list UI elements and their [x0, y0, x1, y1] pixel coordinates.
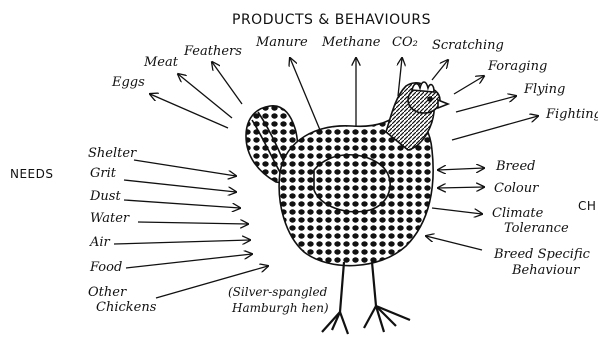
- product-label-manure: Manure: [255, 35, 308, 50]
- product-label-feathers: Feathers: [183, 44, 242, 59]
- char-label-tolerance: Tolerance: [504, 221, 569, 236]
- char-label-behaviour: Behaviour: [511, 263, 580, 278]
- arrow-food: [126, 254, 252, 268]
- need-label-grit: Grit: [90, 166, 117, 181]
- char-label-breed: Breed: [495, 159, 535, 174]
- product-label-foraging: Foraging: [487, 59, 547, 74]
- arrow-colour: [438, 187, 484, 188]
- hen-comb: [412, 82, 434, 92]
- need-label-water: Water: [90, 211, 130, 226]
- arrow-meat: [178, 74, 232, 118]
- hen-beak: [438, 100, 448, 108]
- product-label-flying: Flying: [523, 82, 565, 97]
- need-label-chickens: Chickens: [96, 300, 157, 315]
- product-label-eggs: Eggs: [111, 75, 145, 90]
- need-label-shelter: Shelter: [88, 146, 137, 161]
- need-label-food: Food: [89, 260, 122, 275]
- need-label-air: Air: [89, 235, 111, 250]
- product-label-scratching: Scratching: [432, 38, 504, 53]
- product-label-fighting: Fighting: [545, 107, 598, 122]
- char-label-colour: Colour: [494, 181, 539, 196]
- arrow-climate: [432, 208, 482, 214]
- arrow-breed: [438, 168, 484, 170]
- arrow-grit: [124, 180, 236, 192]
- char-label-climate: Climate: [492, 206, 544, 221]
- arrow-water: [138, 222, 248, 224]
- arrow-breed-specific: [426, 236, 482, 250]
- arrow-scratching: [432, 60, 448, 80]
- caption-line-2: Hamburgh hen): [231, 301, 329, 315]
- arrow-foraging: [454, 76, 484, 94]
- needs-arrows: [114, 160, 268, 298]
- characteristics-title-partial: CH: [578, 199, 596, 213]
- arrow-fighting: [452, 116, 538, 140]
- product-label-co2: CO₂: [392, 35, 418, 50]
- hen-legs: [322, 262, 410, 334]
- product-label-meat: Meat: [143, 55, 179, 70]
- hen-eye: [428, 97, 432, 101]
- arrow-feathers: [212, 62, 242, 104]
- arrow-dust: [124, 200, 240, 208]
- arrow-manure: [290, 58, 320, 130]
- arrow-air: [114, 240, 250, 244]
- need-label-other: Other: [88, 285, 127, 300]
- characteristic-arrows: [426, 168, 484, 250]
- product-label-methane: Methane: [321, 35, 381, 50]
- arrow-eggs: [150, 94, 228, 128]
- arrow-shelter: [134, 160, 236, 176]
- diagram-title: PRODUCTS & BEHAVIOURS: [232, 12, 431, 28]
- caption-line-1: (Silver-spangled: [228, 285, 328, 299]
- arrow-flying: [456, 96, 516, 112]
- char-label-breed-specific: Breed Specific: [493, 247, 591, 262]
- need-label-dust: Dust: [89, 189, 121, 204]
- needs-title: NEEDS: [10, 167, 54, 181]
